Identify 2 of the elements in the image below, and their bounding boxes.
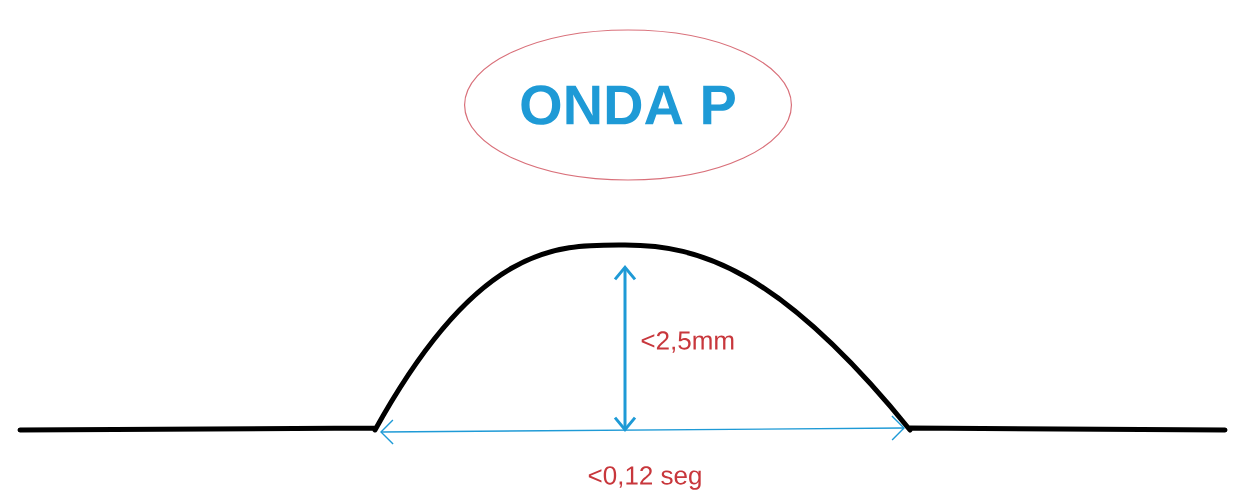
dimension-label: <0,12 seg [588,466,701,490]
dimension-label: <2,5mm [641,331,734,353]
